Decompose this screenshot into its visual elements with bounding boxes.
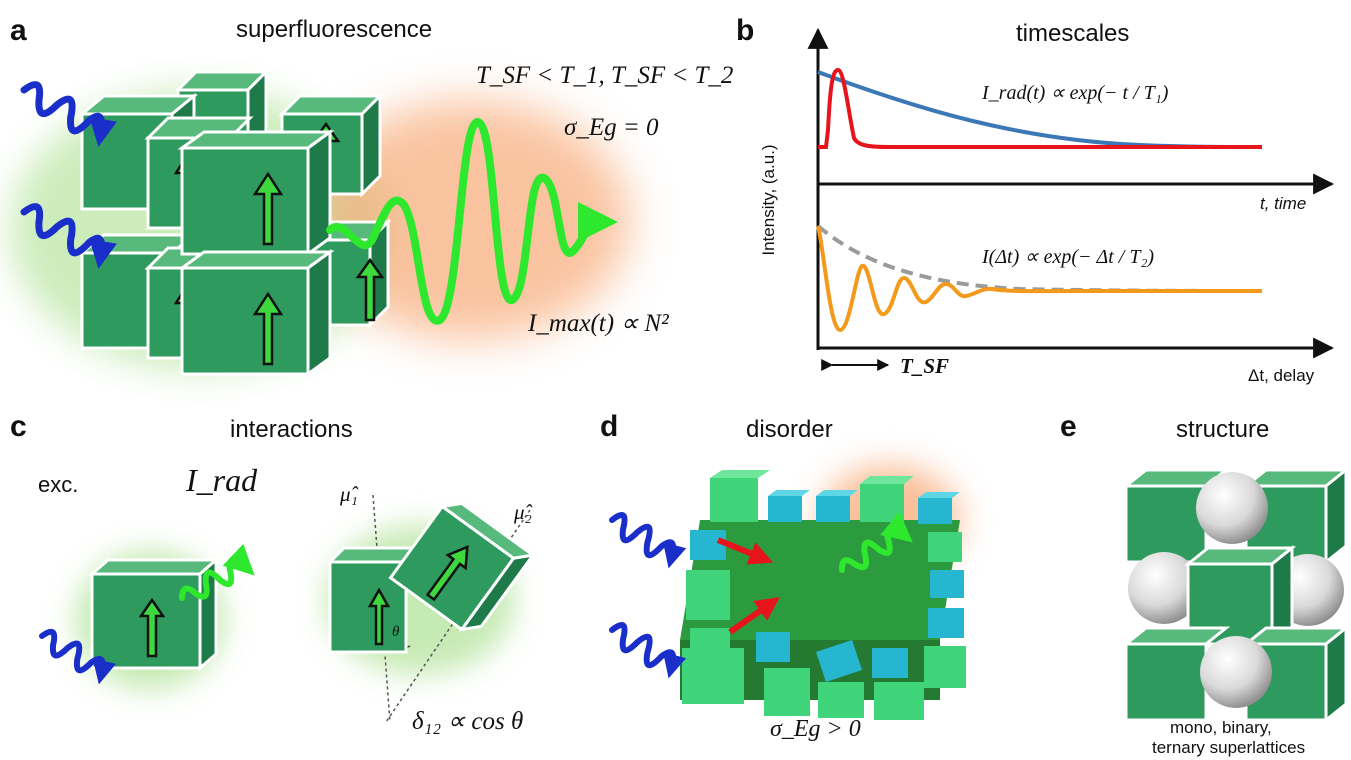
panel-b: b timescales Intensity, (a.u.) t, time Δ… xyxy=(720,0,1351,400)
superfluorescence-pulse xyxy=(818,67,1262,149)
panel-b-title: timescales xyxy=(1016,20,1130,47)
structure-caption-line2: ternary superlattices xyxy=(1152,738,1306,757)
timescales-plot xyxy=(807,27,1335,371)
theta-label: θ xyxy=(392,624,400,640)
excitation-wave xyxy=(609,622,687,679)
disorder-condition: σ_Eg > 0 xyxy=(770,716,861,742)
sphere xyxy=(1196,472,1268,544)
mu1-label: μ̂₁ xyxy=(340,482,358,506)
panel-c-title: interactions xyxy=(230,416,353,443)
panel-b-letter: b xyxy=(736,14,755,47)
superfluorescence-illustration xyxy=(10,68,630,377)
panel-d-letter: d xyxy=(600,410,619,443)
panel-e-title: structure xyxy=(1176,416,1270,443)
panel-c-letter: c xyxy=(10,410,27,443)
panel-e-letter: e xyxy=(1060,410,1077,443)
orange-glow xyxy=(310,100,630,340)
condition-sigma: σ_Eg = 0 xyxy=(564,114,659,141)
cube xyxy=(177,129,335,257)
excitation-wave xyxy=(609,512,687,569)
panel-d: d disorder xyxy=(590,400,1060,760)
mu1-axis xyxy=(372,494,391,723)
interactions-illustration xyxy=(39,494,537,723)
excitation-wave xyxy=(20,203,117,269)
panel-e: e structure xyxy=(1060,400,1351,760)
panel-d-title: disorder xyxy=(746,416,833,443)
cube xyxy=(88,556,220,672)
t2-oscillation xyxy=(816,225,1262,333)
structure-caption-line1: mono, binary, xyxy=(1170,718,1272,737)
panel-a-letter: a xyxy=(10,14,27,47)
y-axis-label: Intensity, (a.u.) xyxy=(759,144,778,256)
eq-t1: I_rad(t) ∝ exp(− t / T₁) xyxy=(982,82,1169,104)
eq-t2: I(Δt) ∝ exp(− Δt / T₂) xyxy=(982,246,1155,268)
emission-wave xyxy=(179,543,255,601)
red-arrow xyxy=(716,537,774,565)
cube xyxy=(177,249,335,377)
red-arrow xyxy=(728,597,780,635)
excitation-wave xyxy=(39,628,117,685)
excitation-label: exc. xyxy=(38,472,79,497)
tsf-label: T_SF xyxy=(900,354,950,378)
panel-c: c interactions xyxy=(0,400,590,760)
sphere xyxy=(1128,552,1200,624)
excitation-wave xyxy=(20,81,117,147)
condition-timescales: T_SF < T_1, T_SF < T_2 xyxy=(476,62,734,89)
emission-wave xyxy=(838,511,913,573)
irad-label: I_rad xyxy=(186,462,258,498)
disorder-illustration xyxy=(609,465,966,720)
emission-wave xyxy=(326,118,618,325)
cube xyxy=(1121,468,1231,564)
x-axis-time-label: t, time xyxy=(1260,194,1307,213)
mu2-label: μ̂₂ xyxy=(514,500,532,524)
cube xyxy=(388,501,537,632)
intensity-scaling: I_max(t) ∝ N² xyxy=(528,310,669,337)
sphere xyxy=(1200,636,1272,708)
panel-a-title: superfluorescence xyxy=(236,16,433,43)
x-axis-delay-label: Δt, delay xyxy=(1248,366,1315,385)
panel-a: a superfluorescence xyxy=(0,0,733,400)
cube xyxy=(1121,626,1231,722)
block-row xyxy=(682,632,924,720)
superlattice-illustration xyxy=(1121,466,1351,724)
coupling-label: δ₁₂ ∝ cos θ xyxy=(412,708,524,735)
